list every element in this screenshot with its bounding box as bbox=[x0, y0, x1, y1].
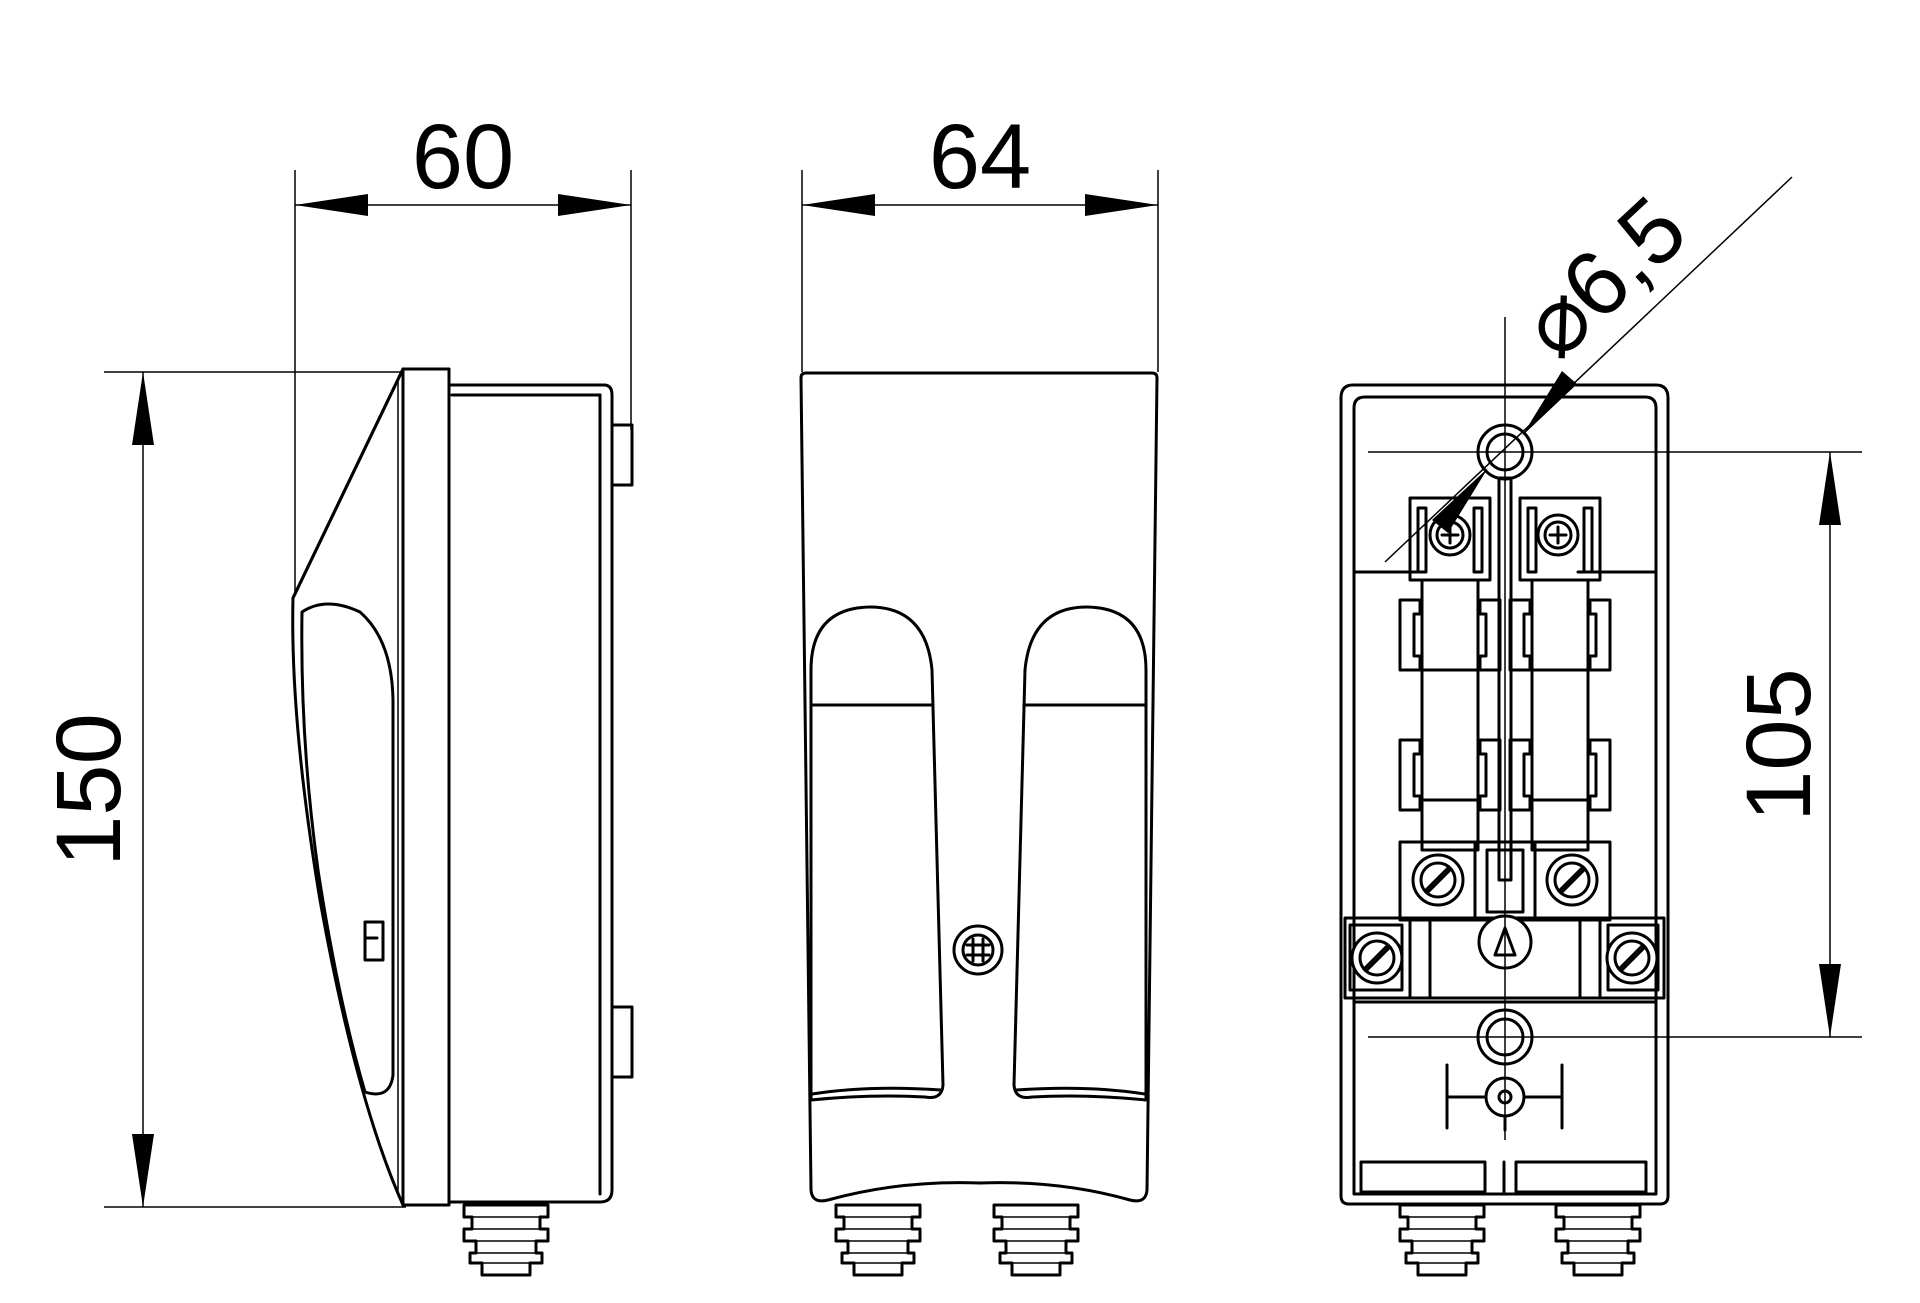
dim-side-width: 60 bbox=[294, 106, 632, 595]
interior-label-strip-left bbox=[1359, 1160, 1487, 1194]
terminal-block-lower bbox=[1398, 840, 1612, 922]
interior-label-strip-right bbox=[1514, 1160, 1648, 1194]
dim-105-label: 105 bbox=[1728, 668, 1830, 822]
interior-view bbox=[1339, 317, 1670, 1277]
dim-6-5-label: ⌀6,5 bbox=[1502, 178, 1706, 378]
side-cover-recess bbox=[300, 602, 395, 1096]
dim-64-label: 64 bbox=[929, 106, 1031, 208]
side-cover bbox=[291, 367, 405, 1207]
front-recess-left bbox=[809, 605, 945, 1102]
dim-hole-spacing: 105 bbox=[1368, 451, 1862, 1038]
dim-150-label: 150 bbox=[38, 713, 140, 867]
front-recess-right bbox=[1012, 605, 1148, 1102]
terminal-block-top-right bbox=[1518, 496, 1602, 582]
interior-cable-gland-right bbox=[1554, 1203, 1642, 1277]
side-front-frame bbox=[401, 367, 451, 1207]
dim-60-label: 60 bbox=[412, 106, 514, 208]
fuse-carrier-left bbox=[1398, 578, 1502, 852]
front-cable-gland-left bbox=[834, 1203, 922, 1277]
side-view bbox=[291, 367, 634, 1277]
fuse-carrier-right bbox=[1508, 578, 1612, 852]
interior-cable-gland-left bbox=[1398, 1203, 1486, 1277]
dim-height: 150 bbox=[38, 371, 406, 1208]
front-cover bbox=[799, 371, 1159, 1203]
front-view bbox=[799, 371, 1159, 1277]
front-screw bbox=[952, 924, 1004, 976]
side-mounting-lug-bottom bbox=[610, 1005, 634, 1079]
side-mounting-lug-top bbox=[610, 423, 634, 487]
dim-front-width: 64 bbox=[801, 106, 1159, 372]
front-cable-gland-right bbox=[992, 1203, 1080, 1277]
side-latch bbox=[363, 920, 385, 962]
side-cable-gland bbox=[462, 1203, 550, 1277]
side-housing-body bbox=[444, 383, 614, 1204]
